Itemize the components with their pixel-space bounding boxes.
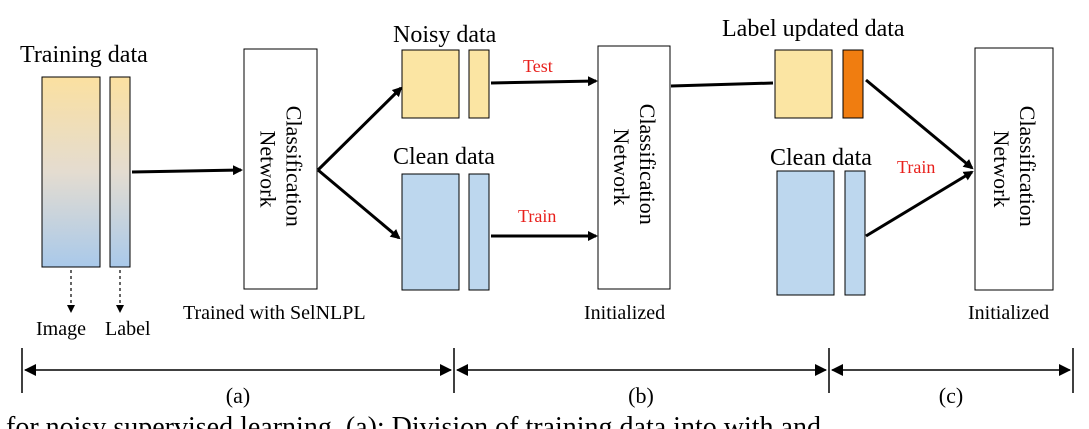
updated-label-block (842, 49, 864, 119)
noisy-data-title: Noisy data (393, 22, 497, 48)
noisy-image-block (401, 49, 460, 119)
training-label-bar (109, 76, 131, 268)
network-b-caption: Initialized (584, 302, 665, 324)
training-data-title: Training data (20, 42, 148, 68)
section-c-label: (c) (939, 383, 963, 408)
arrow-clean-to-network (865, 170, 974, 238)
arrow-to-clean (317, 168, 401, 240)
classification-network-c (974, 47, 1054, 291)
caption-fragment: for noisy supervised learning. (a): Divi… (0, 412, 1089, 429)
classification-network-a (243, 48, 318, 290)
network-c-caption: Initialized (968, 302, 1049, 324)
clean-data-b-title: Clean data (393, 144, 495, 170)
label-updated-title: Label updated data (722, 16, 905, 42)
network-a-caption: Trained with SelNLPL (183, 302, 366, 324)
network-b-label: Classification Network (609, 104, 660, 230)
label-caption: Label (105, 318, 151, 340)
clean-c-image-block (776, 170, 835, 296)
clean-data-c-title: Clean data (770, 145, 872, 171)
network-c-label: Classification Network (989, 106, 1040, 232)
caption-text: for noisy supervised learning. (a): Divi… (6, 412, 821, 429)
clean-b-image-block (401, 173, 460, 291)
classification-network-b (597, 45, 671, 290)
image-caption: Image (36, 318, 86, 340)
arrow-updated-to-network (865, 78, 974, 170)
section-b-label: (b) (628, 383, 654, 408)
network-a-label: Classification Network (256, 106, 307, 232)
test-arrow (490, 76, 598, 87)
arrow-to-network-a (131, 165, 243, 176)
test-label: Test (523, 56, 553, 76)
arrow-to-noisy (316, 86, 403, 172)
clean-b-label-block (468, 173, 490, 291)
section-a-label: (a) (226, 383, 250, 408)
clean-c-label-block (844, 170, 866, 296)
train-label-c: Train (897, 157, 935, 177)
connector-b-to-c (670, 81, 774, 88)
train-label-b: Train (518, 206, 556, 226)
noisy-label-block (468, 49, 490, 119)
training-image-bar (41, 76, 101, 268)
updated-image-block (774, 49, 833, 119)
